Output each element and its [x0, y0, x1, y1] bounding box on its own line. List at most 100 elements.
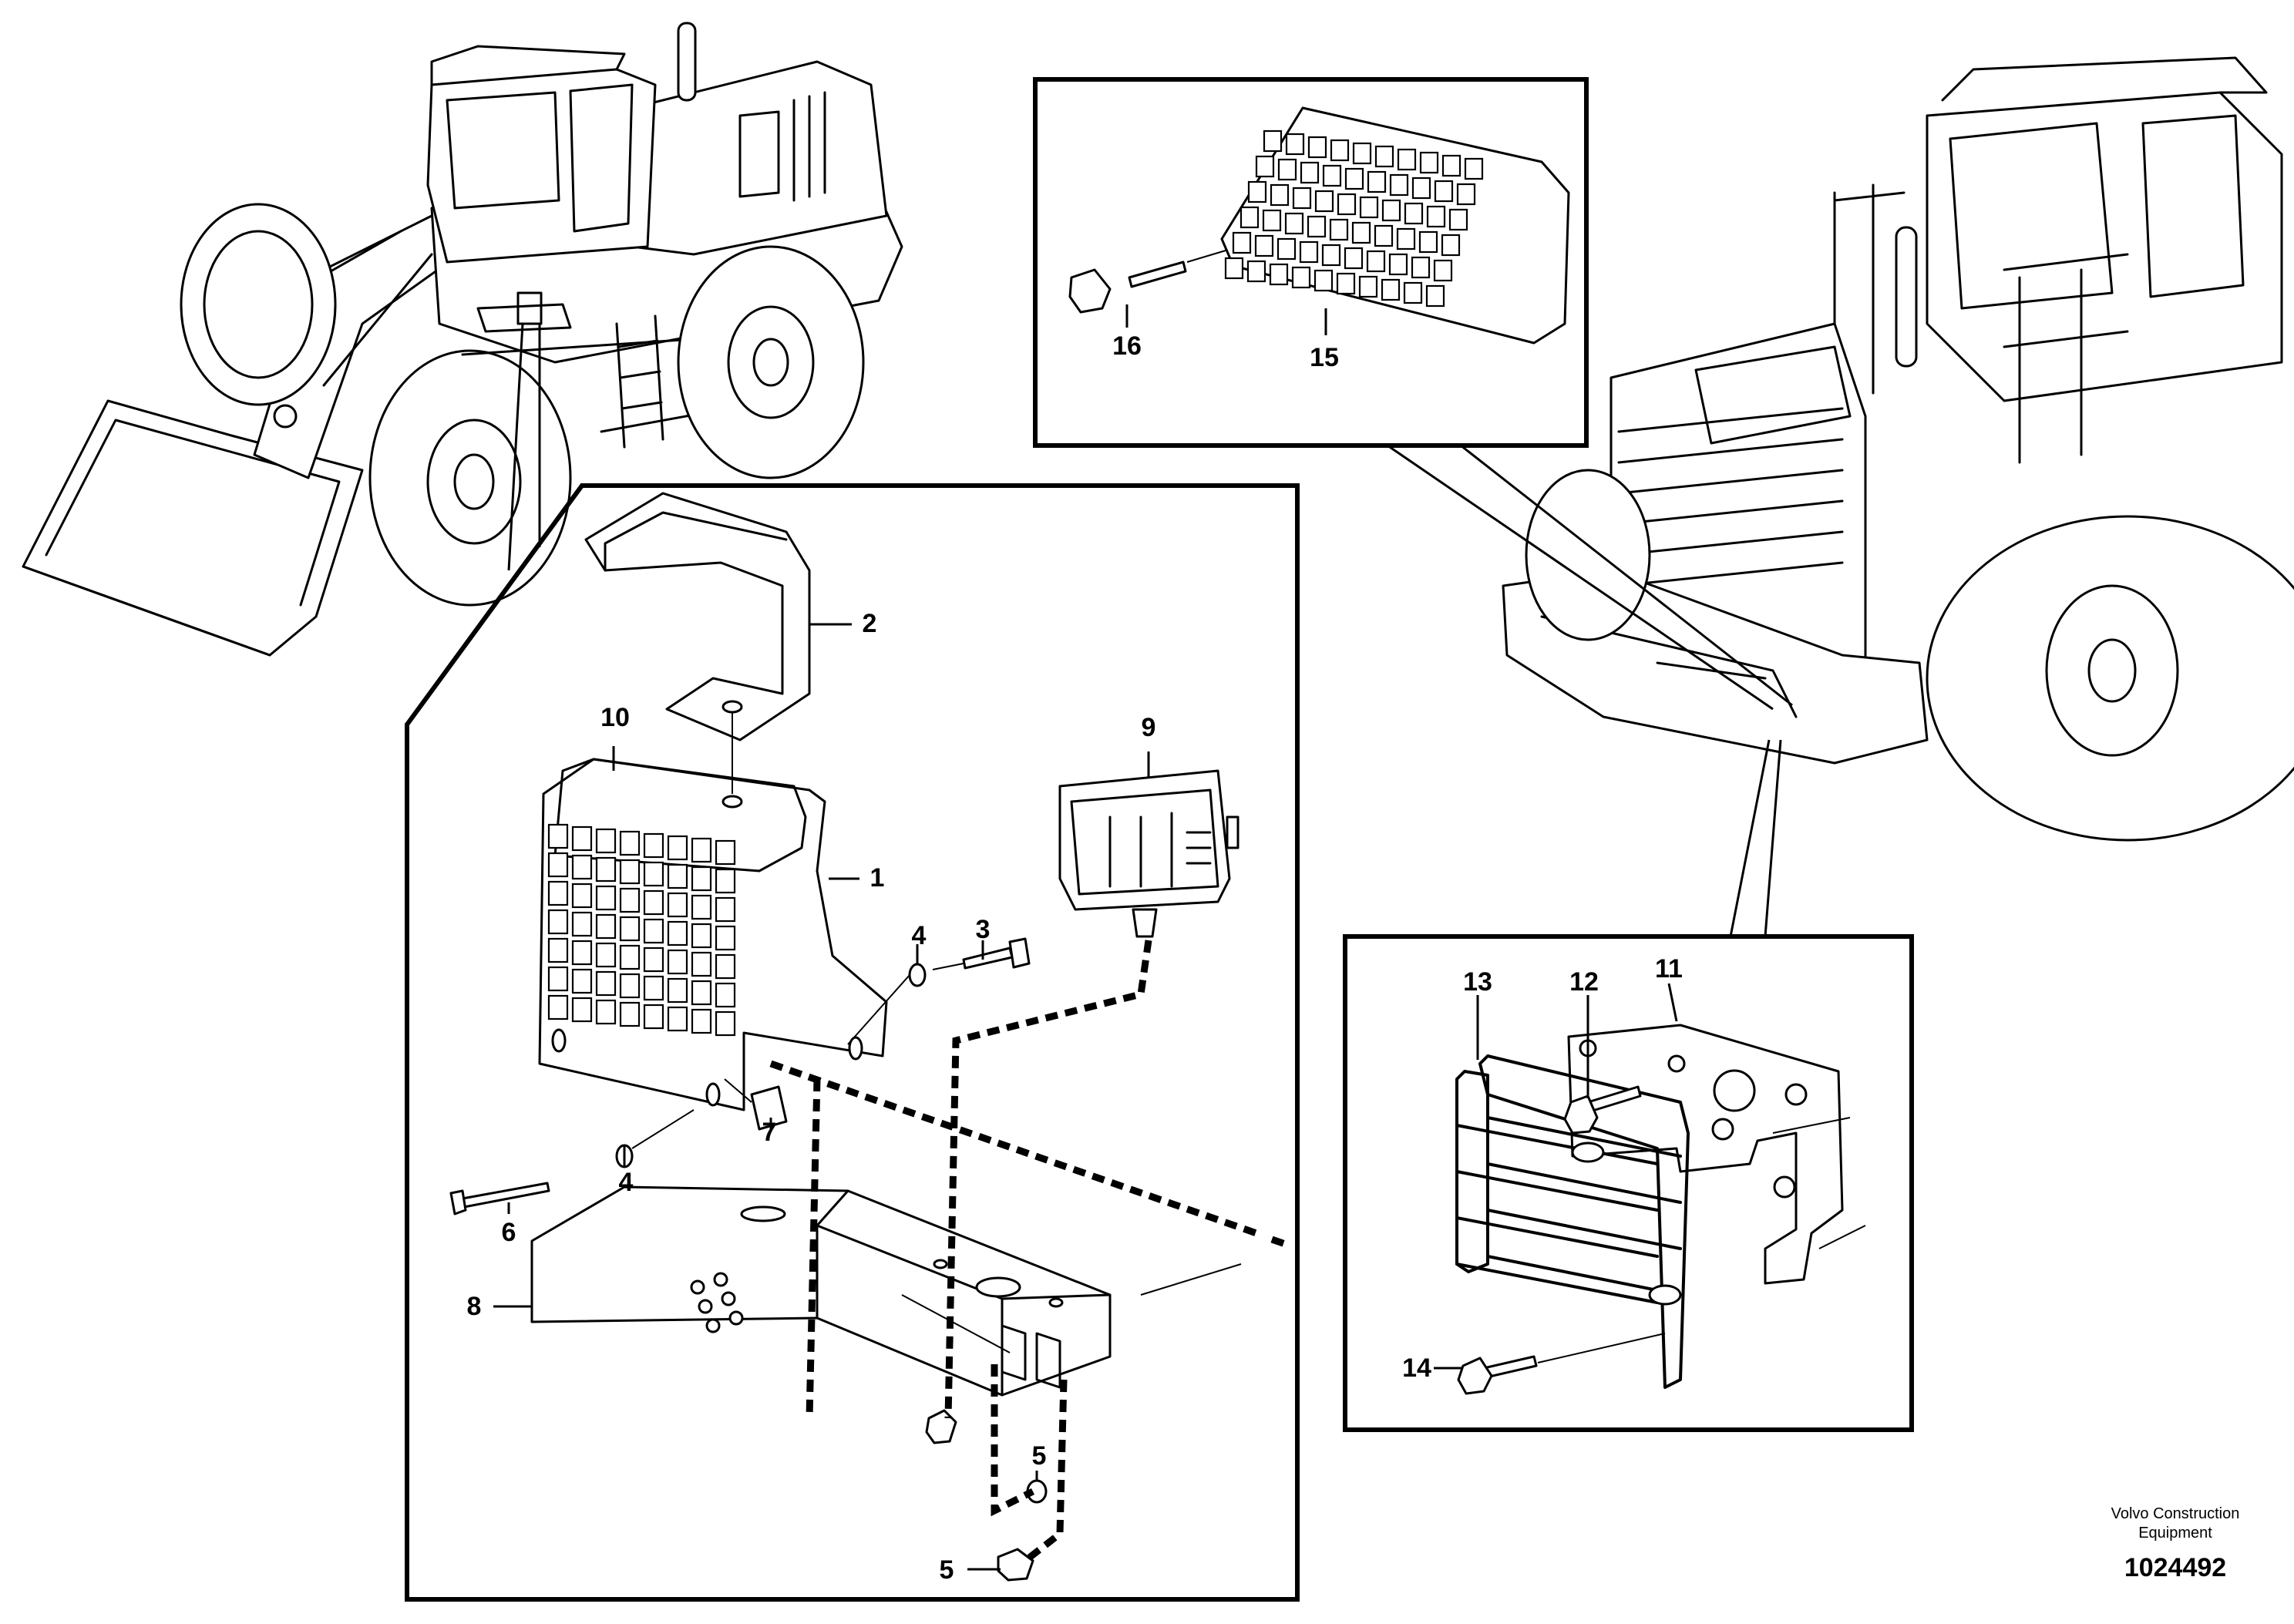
- mesh-cell: [1464, 157, 1484, 180]
- mesh-cell: [571, 997, 593, 1023]
- mesh-cell: [691, 837, 712, 863]
- mesh-cell: [715, 982, 736, 1008]
- part-16-bolt: [1068, 261, 1187, 314]
- mesh-cell: [619, 887, 641, 913]
- mesh-cell: [1351, 221, 1371, 244]
- callout-labels: 2 1 10 9 3 4 4 7 6 8 5 5 16 15 13 12 11 …: [467, 331, 1683, 1585]
- mesh-cell: [1322, 164, 1342, 187]
- callout-8: 8: [467, 1292, 482, 1321]
- mesh-cell: [1314, 269, 1334, 292]
- mesh-cell: [619, 1001, 641, 1027]
- part-5-nut: [997, 1548, 1034, 1582]
- mesh-cell: [1352, 142, 1372, 165]
- mesh-cell: [1396, 227, 1416, 250]
- mesh-cell: [547, 937, 569, 963]
- mesh-cell: [1411, 256, 1431, 279]
- mesh-cell: [547, 966, 569, 992]
- bracket-pointer-lines: [1729, 739, 1782, 937]
- detail-frame-main: [405, 483, 1300, 1602]
- mesh-cell: [643, 1004, 664, 1030]
- mesh-cell: [643, 918, 664, 944]
- mesh-cell: [691, 951, 712, 977]
- company-name-line1: Volvo Construction: [2111, 1505, 2240, 1522]
- mesh-cell: [643, 861, 664, 887]
- mesh-cell: [1291, 266, 1311, 289]
- mesh-cell: [691, 894, 712, 920]
- mesh-cell: [667, 863, 688, 889]
- mesh-cell: [1441, 234, 1461, 257]
- mesh-cell: [1388, 253, 1408, 276]
- part-7-spacer: [750, 1085, 788, 1131]
- mesh-cell: [1419, 151, 1439, 174]
- grille-panel-mesh: [1224, 129, 1484, 308]
- mesh-cell: [715, 839, 736, 866]
- callout-14: 14: [1402, 1353, 1431, 1383]
- mesh-cell: [715, 896, 736, 923]
- mesh-cell: [1366, 250, 1386, 273]
- callout-1: 1: [870, 863, 885, 893]
- mesh-cell: [1247, 180, 1267, 203]
- part-3-screw: [962, 937, 1031, 970]
- mesh-cell: [619, 830, 641, 856]
- mesh-cell: [667, 892, 688, 918]
- mesh-cell: [1269, 263, 1289, 286]
- mesh-cell: [667, 835, 688, 861]
- box-vent-holes: [690, 1272, 744, 1333]
- mesh-cell: [1299, 240, 1319, 264]
- mesh-cell: [1456, 183, 1476, 206]
- mesh-cell: [1381, 278, 1401, 301]
- mesh-cell: [571, 968, 593, 994]
- mesh-cell: [1246, 260, 1266, 283]
- mesh-cell: [1441, 154, 1462, 177]
- part-6-long-bolt: [449, 1182, 550, 1215]
- mesh-cell: [1321, 244, 1341, 267]
- mesh-cell: [691, 866, 712, 892]
- mesh-cell: [1403, 281, 1423, 304]
- mesh-cell: [1224, 257, 1244, 280]
- callout-15: 15: [1310, 343, 1339, 372]
- mesh-cell: [1263, 129, 1283, 153]
- mesh-cell: [1389, 173, 1409, 197]
- mesh-cell: [667, 949, 688, 975]
- mesh-cell: [667, 1006, 688, 1032]
- mesh-cell: [1358, 275, 1378, 298]
- mesh-cell: [571, 883, 593, 909]
- mesh-cell: [619, 859, 641, 885]
- mesh-cell: [1300, 161, 1320, 184]
- mesh-cell: [691, 980, 712, 1006]
- mesh-cell: [715, 953, 736, 980]
- mesh-cell: [619, 916, 641, 942]
- part-13-tube-guard: [1455, 1054, 1690, 1389]
- mesh-cell: [1418, 230, 1438, 254]
- mesh-cell: [1277, 158, 1297, 181]
- detail-pointer-lines: [507, 323, 541, 571]
- mesh-cell: [1374, 224, 1394, 247]
- mesh-cell: [547, 909, 569, 935]
- mesh-cell: [715, 925, 736, 951]
- detail-frame-grille: [1033, 77, 1589, 448]
- mesh-cell: [1276, 237, 1297, 261]
- mesh-cell: [1404, 202, 1424, 225]
- callout-10: 10: [600, 703, 630, 732]
- mesh-cell: [595, 999, 617, 1025]
- callout-4-upper: 4: [912, 921, 927, 950]
- grille-detail: [1033, 77, 1793, 711]
- wheel-loader-right-illustration: [1502, 56, 2294, 842]
- mesh-cell: [1307, 215, 1327, 238]
- company-name-line2: Equipment: [2138, 1525, 2212, 1542]
- mesh-cell: [571, 940, 593, 966]
- mesh-cell: [571, 854, 593, 880]
- mesh-cell: [595, 856, 617, 883]
- mesh-cell: [643, 832, 664, 859]
- mesh-cell: [1434, 180, 1454, 203]
- mesh-cell: [691, 923, 712, 949]
- mesh-cell: [547, 852, 569, 878]
- mesh-cell: [1425, 284, 1445, 308]
- mesh-cell: [571, 825, 593, 852]
- mesh-cell: [1330, 139, 1350, 162]
- callout-16: 16: [1112, 331, 1142, 361]
- wheel-loader-left-illustration: [22, 22, 903, 657]
- detail-frame-bracket: [1343, 934, 1914, 1432]
- callout-13: 13: [1463, 967, 1492, 997]
- mesh-cell: [547, 994, 569, 1020]
